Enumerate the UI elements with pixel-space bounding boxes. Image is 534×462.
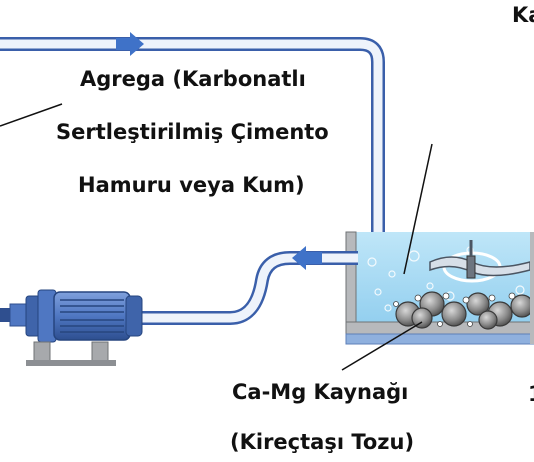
electric-motor-icon (0, 289, 143, 366)
label-source-line2: (Kireçtaşı Tozu) (230, 430, 415, 454)
fine-powder (393, 292, 516, 327)
tank-right-edge (530, 232, 534, 344)
label-top-right: Ka (512, 3, 534, 27)
return-pipe (130, 251, 358, 325)
stirrer-propeller-icon (429, 240, 531, 283)
label-right-edge: 1 (528, 382, 534, 406)
pointer-line-water (403, 143, 433, 275)
pointer-line-aggregate (0, 103, 63, 127)
label-source-line1: Ca-Mg Kaynağı (232, 380, 409, 404)
label-aggregate-line2: Sertleştirilmiş Çimento (56, 120, 329, 144)
pointer-line-source (341, 321, 423, 371)
mixing-tank (345, 231, 534, 345)
label-aggregate-line1: Agrega (Karbonatlı (80, 67, 306, 91)
flow-arrow-left-icon (292, 246, 322, 270)
feed-pipe-top (0, 37, 385, 255)
flow-arrow-right-icon (116, 32, 144, 56)
aggregate-particles (395, 291, 534, 330)
label-aggregate-line3: Hamuru veya Kum) (78, 173, 305, 197)
